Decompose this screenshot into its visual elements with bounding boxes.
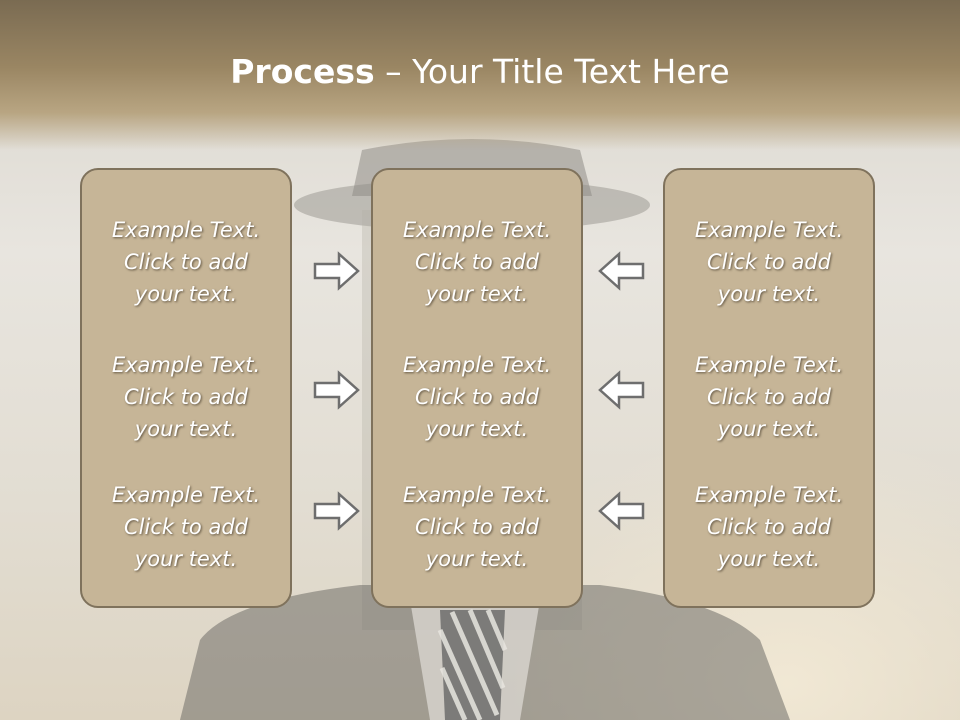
- text-line: Example Text.: [402, 353, 552, 377]
- title-rest-text: – Your Title Text Here: [374, 52, 730, 91]
- text-line: your text.: [717, 417, 821, 441]
- text-line: Click to add: [706, 250, 831, 274]
- right-arrow-icon[interactable]: [312, 250, 362, 292]
- left-arrow-icon[interactable]: [596, 490, 646, 532]
- right-arrow-icon[interactable]: [312, 490, 362, 532]
- text-line: Click to add: [414, 515, 539, 539]
- text-block[interactable]: Example Text. Click to add your text.: [665, 479, 873, 575]
- text-line: your text.: [134, 547, 238, 571]
- text-line: Click to add: [123, 515, 248, 539]
- text-line: your text.: [425, 547, 529, 571]
- text-block[interactable]: Example Text. Click to add your text.: [373, 349, 581, 445]
- text-block[interactable]: Example Text. Click to add your text.: [82, 479, 290, 575]
- text-line: Click to add: [706, 515, 831, 539]
- right-arrow-icon[interactable]: [312, 369, 362, 411]
- slide-title[interactable]: Process – Your Title Text Here: [0, 52, 960, 91]
- text-block[interactable]: Example Text. Click to add your text.: [82, 214, 290, 310]
- text-line: your text.: [425, 282, 529, 306]
- text-block[interactable]: Example Text. Click to add your text.: [373, 214, 581, 310]
- text-line: Click to add: [123, 250, 248, 274]
- text-line: your text.: [134, 417, 238, 441]
- text-line: Example Text.: [402, 218, 552, 242]
- title-bold-text: Process: [230, 52, 375, 91]
- text-line: Example Text.: [111, 353, 261, 377]
- text-line: Click to add: [414, 385, 539, 409]
- left-arrow-icon[interactable]: [596, 369, 646, 411]
- text-block[interactable]: Example Text. Click to add your text.: [82, 349, 290, 445]
- text-line: Example Text.: [402, 483, 552, 507]
- text-block[interactable]: Example Text. Click to add your text.: [665, 349, 873, 445]
- text-line: your text.: [134, 282, 238, 306]
- text-line: Click to add: [414, 250, 539, 274]
- process-box-left[interactable]: Example Text. Click to add your text. Ex…: [80, 168, 292, 608]
- text-line: Example Text.: [694, 483, 844, 507]
- process-box-center[interactable]: Example Text. Click to add your text. Ex…: [371, 168, 583, 608]
- process-box-right[interactable]: Example Text. Click to add your text. Ex…: [663, 168, 875, 608]
- text-line: Example Text.: [111, 483, 261, 507]
- text-line: Click to add: [123, 385, 248, 409]
- text-line: your text.: [425, 417, 529, 441]
- text-line: your text.: [717, 282, 821, 306]
- text-line: Example Text.: [694, 353, 844, 377]
- text-line: your text.: [717, 547, 821, 571]
- text-line: Click to add: [706, 385, 831, 409]
- left-arrow-icon[interactable]: [596, 250, 646, 292]
- text-block[interactable]: Example Text. Click to add your text.: [665, 214, 873, 310]
- text-line: Example Text.: [111, 218, 261, 242]
- text-line: Example Text.: [694, 218, 844, 242]
- text-block[interactable]: Example Text. Click to add your text.: [373, 479, 581, 575]
- title-band: [0, 0, 960, 150]
